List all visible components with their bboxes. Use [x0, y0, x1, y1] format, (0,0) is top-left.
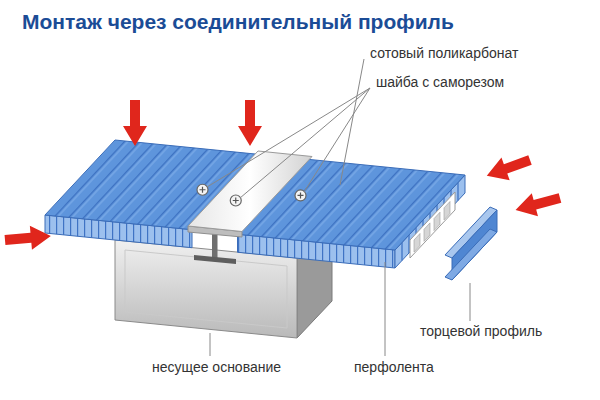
end-profile	[445, 207, 497, 280]
part-label: торцевой профиль	[418, 323, 544, 340]
perforated-tape	[410, 192, 455, 258]
diagram-title: Монтаж через соединительный профиль	[22, 10, 454, 34]
pressure-arrow	[4, 100, 563, 252]
part-label: несущее основание	[150, 359, 283, 376]
beam-edge	[125, 250, 287, 328]
connecting-profile	[188, 151, 312, 264]
profile-base	[194, 255, 236, 264]
profile-cap-top	[188, 151, 312, 232]
part-label: перфолента	[352, 359, 436, 376]
washer-screw	[197, 184, 306, 206]
part-label: шайба с саморезом	[374, 74, 506, 91]
leader-line	[207, 59, 470, 356]
part-label: сотовый поликарбонат	[368, 45, 520, 62]
